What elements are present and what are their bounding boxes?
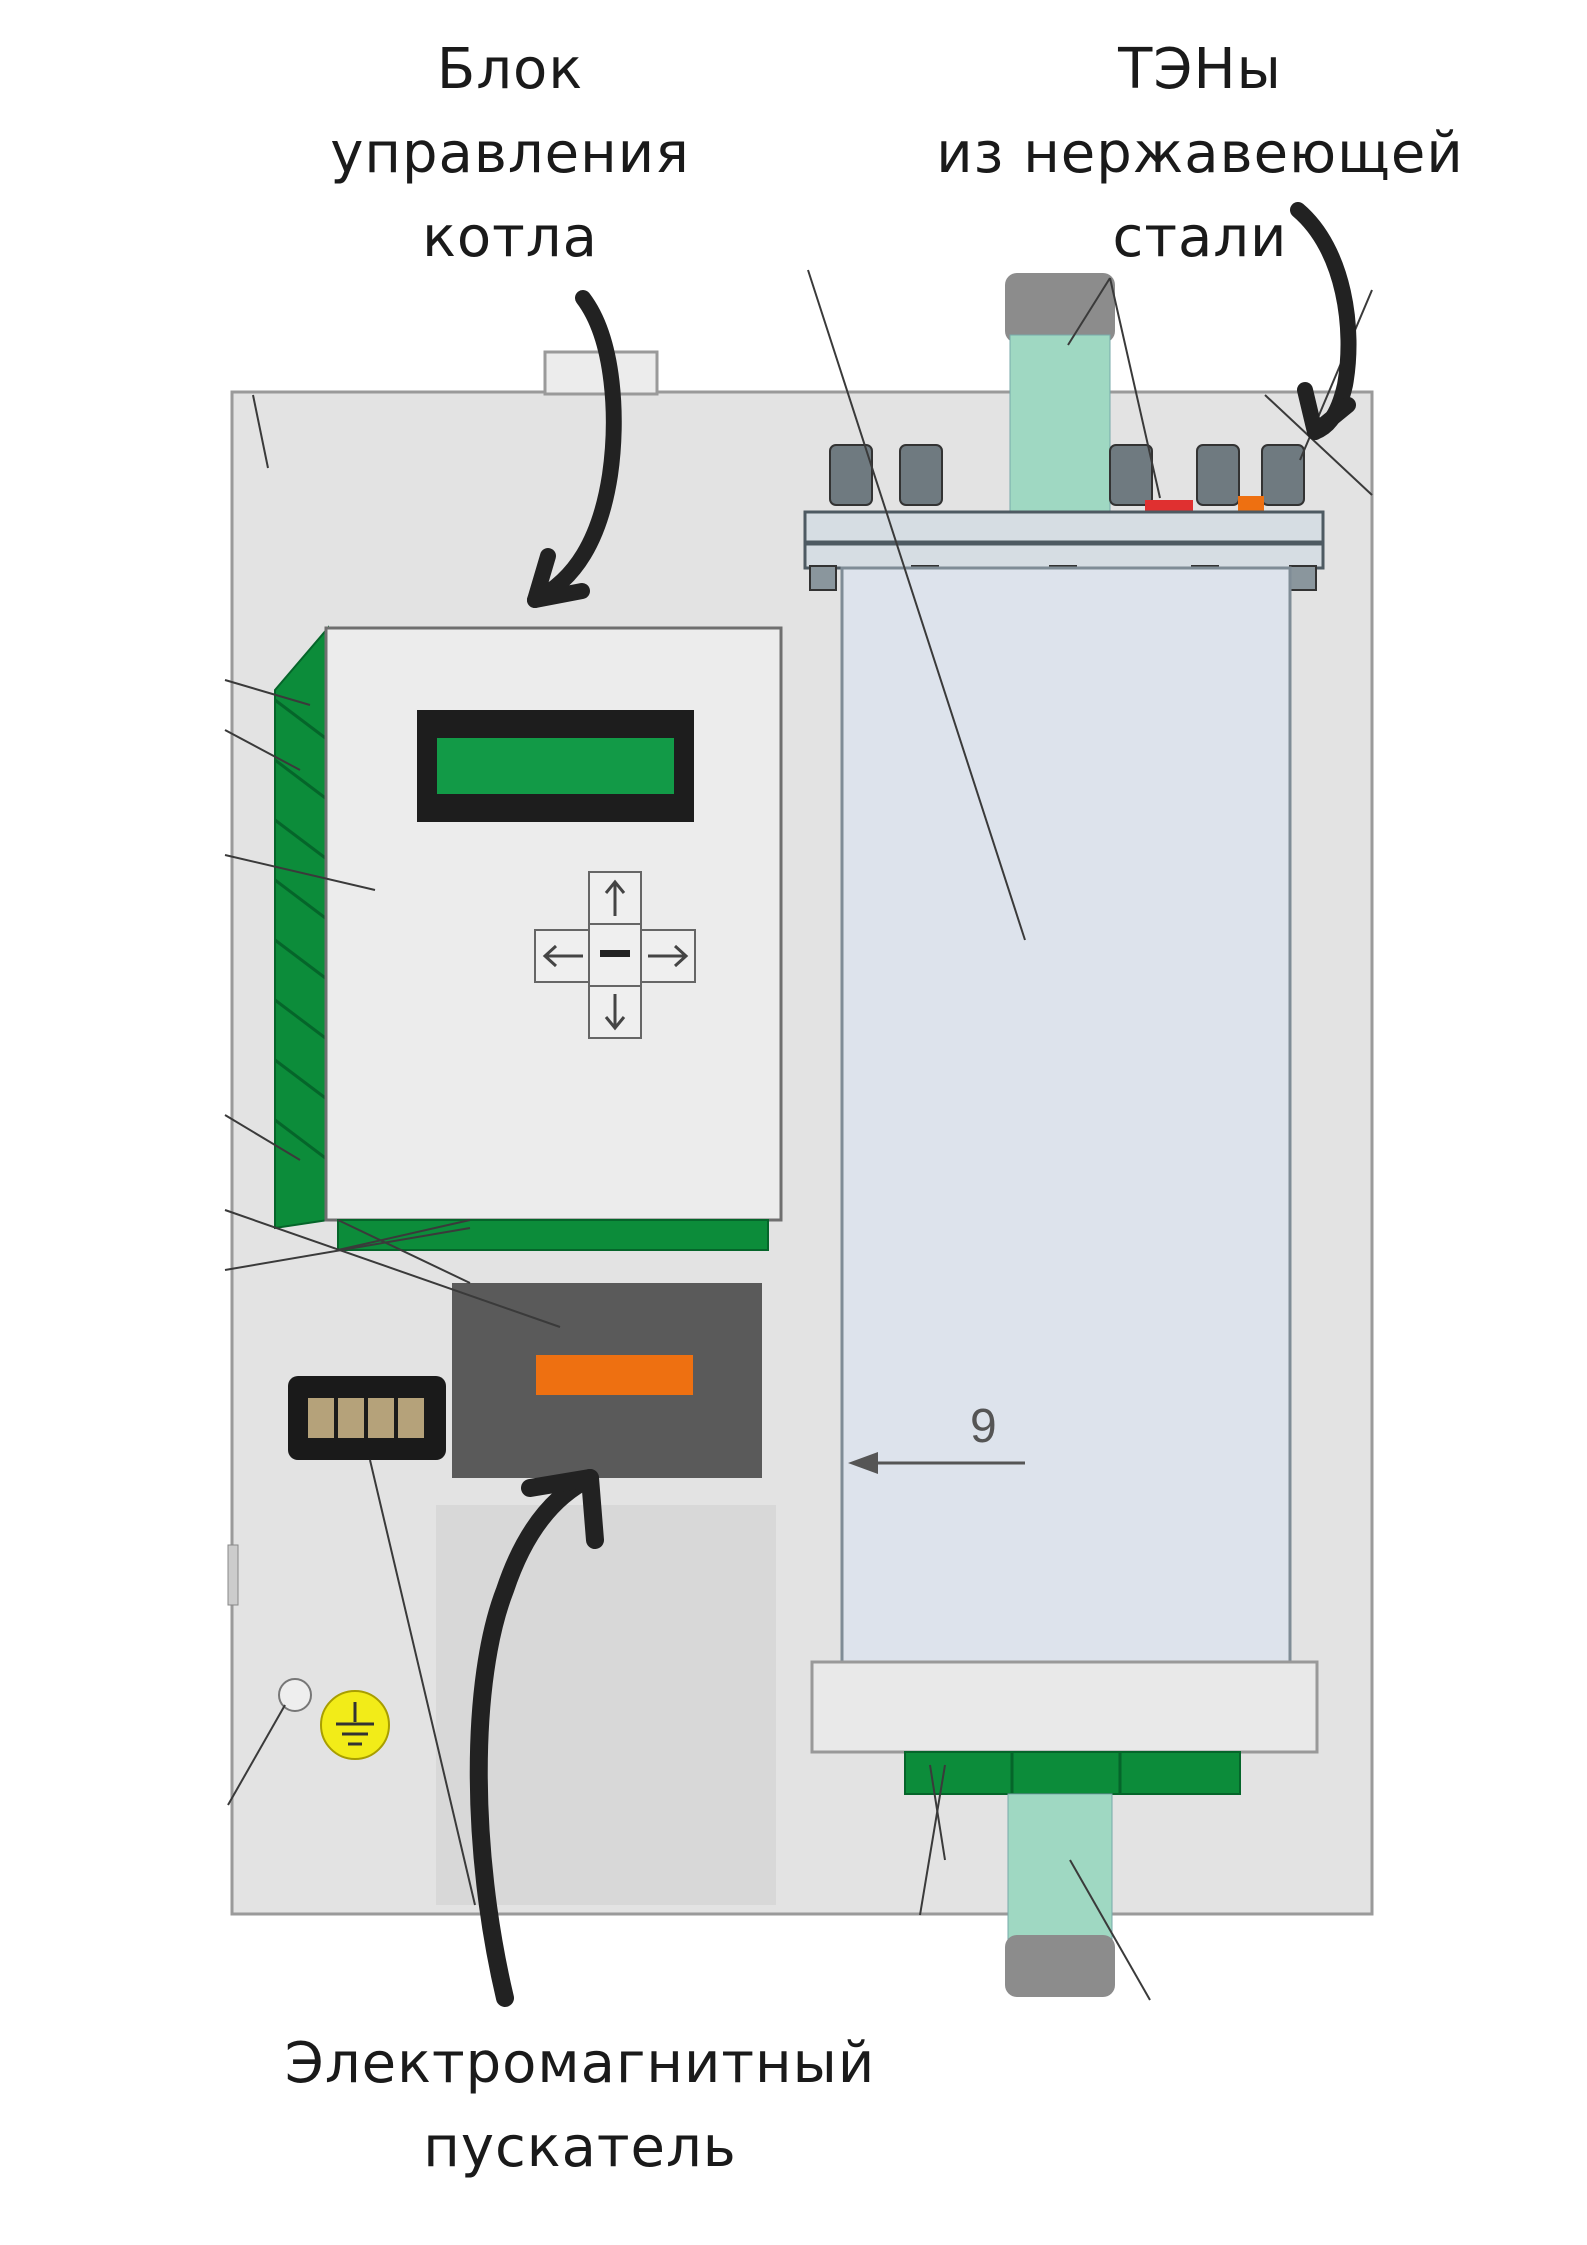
contactor-lower-area <box>436 1505 776 1905</box>
orange-marker <box>1238 496 1264 512</box>
control-unit-side <box>274 625 329 1230</box>
top-pipe <box>1009 334 1111 521</box>
panel-side-notch <box>227 1544 239 1606</box>
keypad-center-bar <box>600 950 630 957</box>
callout-arrow-control-unit <box>527 290 622 608</box>
ground-icon <box>320 1690 390 1760</box>
tank-base <box>810 1660 1319 1754</box>
flange-top <box>803 510 1325 544</box>
flange-bolts <box>829 444 1305 506</box>
label-control-unit-line-1: Блок <box>436 37 584 102</box>
label-heating-elements-line-3: стали <box>1112 205 1288 270</box>
arrow-down-icon <box>604 994 626 1031</box>
flange-bottom <box>803 542 1325 570</box>
label-control-unit: Блок управления котла <box>290 28 730 280</box>
label-heating-elements-line-2: из нержавеющей <box>936 121 1464 186</box>
label-control-unit-line-3: котла <box>422 205 598 270</box>
dimension-arrowhead <box>848 1452 878 1474</box>
label-heating-elements: ТЭНы из нержавеющей стали <box>890 28 1510 280</box>
dimension-marker: 9 <box>970 1400 997 1453</box>
leader-lines <box>224 269 1373 2001</box>
terminal-block <box>288 1376 446 1460</box>
control-unit-bottom-strip <box>337 1219 769 1251</box>
bottom-pipe-cap <box>1005 1935 1115 1997</box>
terminal-slots <box>308 1398 424 1438</box>
ground-screw <box>278 1678 312 1712</box>
label-control-unit-line-2: управления <box>330 121 690 186</box>
callout-arrow-contactor <box>469 1469 604 2007</box>
arrow-up-icon <box>604 879 626 916</box>
arrow-right-icon <box>648 944 689 968</box>
heater-tank <box>840 566 1292 1664</box>
callout-arrow-heating-elements <box>1290 202 1357 440</box>
bottom-pipe <box>1007 1793 1113 1945</box>
label-heating-elements-line-1: ТЭНы <box>1118 37 1282 102</box>
label-contactor-line-2: пускатель <box>423 2115 737 2180</box>
bottom-clamp <box>904 1751 1241 1795</box>
label-contactor-line-1: Электромагнитный <box>284 2031 876 2096</box>
label-contactor: Электромагнитный пускатель <box>200 2022 960 2190</box>
display-screen <box>437 738 674 794</box>
top-pipe-cap <box>1005 273 1115 343</box>
contactor-indicator <box>536 1355 693 1395</box>
arrow-left-icon <box>542 944 583 968</box>
